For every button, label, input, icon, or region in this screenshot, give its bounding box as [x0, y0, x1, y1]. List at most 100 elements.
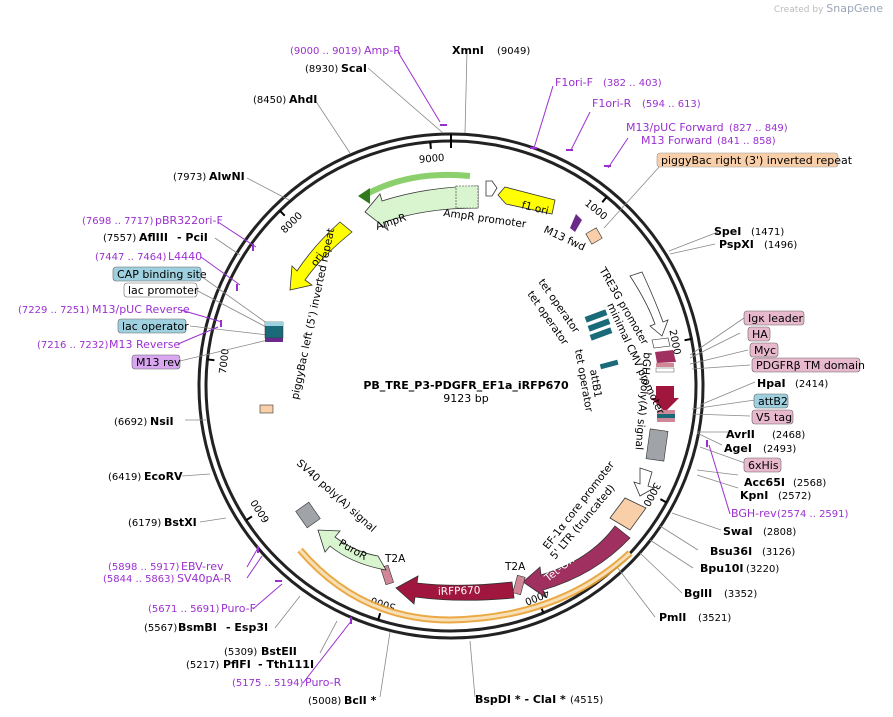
- tet-operator-features[interactable]: [584, 309, 613, 341]
- tag-cluster[interactable]: [651, 337, 679, 422]
- site-spei[interactable]: SpeI: [714, 225, 741, 238]
- box-m13-rev[interactable]: M13 rev: [131, 354, 181, 370]
- m13-rev-feature[interactable]: [265, 338, 283, 342]
- site-pmli-pos: (3521): [698, 613, 731, 624]
- site-acc65i-pos: (2568): [793, 478, 826, 489]
- box-attb2[interactable]: attB2: [753, 393, 789, 409]
- primer-pbr322[interactable]: pBR322ori-F: [155, 214, 223, 227]
- created-by-credit: Created by SnapGene: [774, 2, 883, 15]
- primer-f1ori-f[interactable]: F1ori-F: [555, 76, 593, 89]
- primer-m13puc-rev[interactable]: M13/pUC Reverse: [92, 303, 190, 316]
- primer-m13puc-fwd[interactable]: M13/pUC Forward: [626, 121, 724, 134]
- site-pspxi[interactable]: PspXI: [719, 238, 754, 251]
- site-bstxi[interactable]: BstXI: [164, 516, 197, 529]
- site-bsteii[interactable]: BstEII: [261, 645, 297, 658]
- f1-ori-feature[interactable]: [497, 186, 556, 215]
- m13-fwd-feature[interactable]: [570, 214, 582, 232]
- site-pflfi[interactable]: PflFI: [223, 658, 251, 671]
- bgh-polya-feature[interactable]: [645, 428, 669, 462]
- primer-ebv-rev[interactable]: EBV-rev: [181, 560, 224, 573]
- restriction-sites: XmnI (9049) (8930) ScaI (8450) AhdI (797…: [103, 44, 828, 707]
- site-bspdi-clai[interactable]: BspDI * - ClaI *: [475, 693, 566, 706]
- ori-feature[interactable]: [289, 221, 353, 291]
- site-alwni[interactable]: AlwNI: [209, 170, 245, 183]
- attb1-feature[interactable]: [599, 359, 619, 370]
- box-pdgfr-tm[interactable]: PDGFRβ TM domain: [751, 357, 865, 373]
- site-bcli[interactable]: BclI *: [344, 694, 377, 707]
- site-esp3i[interactable]: - Esp3I: [226, 621, 268, 634]
- box-ha[interactable]: HA: [747, 326, 771, 342]
- site-afliii[interactable]: AflIII: [139, 231, 168, 244]
- box-v5-tag[interactable]: V5 tag: [751, 409, 794, 425]
- ampr-promoter-feature[interactable]: [455, 185, 479, 209]
- primer-l4440[interactable]: L4440: [168, 250, 202, 263]
- primer-bgh-rev[interactable]: BGH-rev: [731, 507, 777, 520]
- irfp670-feature[interactable]: [395, 575, 515, 605]
- site-ecorv[interactable]: EcoRV: [144, 470, 183, 483]
- site-bpu10i[interactable]: Bpu10I: [700, 562, 744, 575]
- tick-label-7000: 7000: [218, 348, 232, 374]
- irfp670-label: iRFP670: [438, 585, 481, 598]
- svg-text:Igκ leader: Igκ leader: [748, 312, 804, 325]
- site-avrii-pos: (2468): [772, 430, 805, 441]
- site-nsii[interactable]: NsiI: [150, 415, 174, 428]
- tick-label-9000: 9000: [419, 153, 445, 166]
- ef1a-core-promoter-feature[interactable]: [633, 467, 655, 497]
- box-igk-leader[interactable]: Igκ leader: [743, 310, 805, 326]
- site-bcli-pos: (5008): [308, 696, 341, 707]
- orange-long-arc-inner: [298, 549, 632, 622]
- svg-text:HA: HA: [752, 328, 768, 341]
- primer-m13-rev[interactable]: M13 Reverse: [109, 338, 180, 351]
- snapgene-logo: SnapGene: [826, 2, 883, 15]
- site-ahdi-pos: (8450): [253, 95, 286, 106]
- plasmid-size: 9123 bp: [443, 392, 488, 405]
- site-acc65i[interactable]: Acc65I: [744, 476, 785, 489]
- primer-f1ori-f-range: (382 .. 403): [603, 78, 662, 89]
- site-agei[interactable]: AgeI: [724, 442, 752, 455]
- cap-binding-feature[interactable]: [265, 322, 283, 326]
- puror-feature[interactable]: [317, 529, 387, 571]
- site-bsmbi[interactable]: BsmBI: [178, 621, 217, 634]
- ampr-highlight-arc: [363, 171, 471, 198]
- site-hpai[interactable]: HpaI: [757, 377, 786, 390]
- box-myc[interactable]: Myc: [749, 342, 779, 358]
- box-lac-promoter[interactable]: lac promoter: [123, 282, 199, 298]
- box-cap-binding-site[interactable]: CAP binding site: [112, 266, 207, 282]
- site-kpni[interactable]: KpnI: [740, 489, 768, 502]
- site-ahdi[interactable]: AhdI: [289, 93, 317, 106]
- site-scai[interactable]: ScaI: [341, 62, 367, 75]
- t2a-1-feature[interactable]: [512, 574, 526, 596]
- tet-on-feature[interactable]: [522, 525, 631, 598]
- site-swai[interactable]: SwaI: [723, 525, 753, 538]
- primer-m13-fwd[interactable]: M13 Forward: [641, 134, 712, 147]
- tre3g-promoter-feature[interactable]: [629, 271, 669, 337]
- box-piggybac-right[interactable]: piggyBac right (3') inverted repeat: [656, 152, 853, 168]
- primer-puro-f[interactable]: Puro-F: [221, 602, 256, 615]
- site-swai-pos: (2808): [763, 527, 796, 538]
- site-tth111i[interactable]: - Tth111I: [258, 658, 314, 671]
- site-pmli[interactable]: PmlI: [659, 611, 686, 624]
- primer-f1ori-r[interactable]: F1ori-R: [592, 97, 632, 110]
- box-lac-operator[interactable]: lac operator: [117, 318, 189, 334]
- svg-text:attB2: attB2: [758, 395, 788, 408]
- site-bglii[interactable]: BglII: [684, 587, 712, 600]
- primer-pbr322-range: (7698 .. 7717): [82, 216, 154, 227]
- primer-ampr[interactable]: Amp-R: [364, 44, 401, 57]
- ltr-feature[interactable]: [609, 497, 647, 531]
- svg-text:CAP binding site: CAP binding site: [117, 268, 207, 281]
- primer-sv40pa-r[interactable]: SV40pA-R: [177, 572, 232, 585]
- sv40-polya-feature[interactable]: [295, 501, 321, 529]
- site-xmni[interactable]: XmnI: [452, 44, 484, 57]
- ampr-feature[interactable]: [364, 185, 479, 232]
- ampr-promoter-arrow[interactable]: [485, 180, 498, 197]
- primer-markers: [220, 124, 708, 624]
- site-avrii[interactable]: AvrII: [726, 428, 755, 441]
- box-6xhis[interactable]: 6xHis: [743, 457, 782, 473]
- tick-1000: [601, 196, 608, 203]
- piggybac-right-feature[interactable]: [585, 227, 603, 245]
- t2a-label-2: T2A: [384, 553, 406, 565]
- site-bsu36i[interactable]: Bsu36I: [710, 545, 752, 558]
- piggybac-left-feature[interactable]: [259, 404, 274, 414]
- primer-puro-r[interactable]: Puro-R: [305, 676, 342, 689]
- site-pcii[interactable]: - PciI: [177, 231, 208, 244]
